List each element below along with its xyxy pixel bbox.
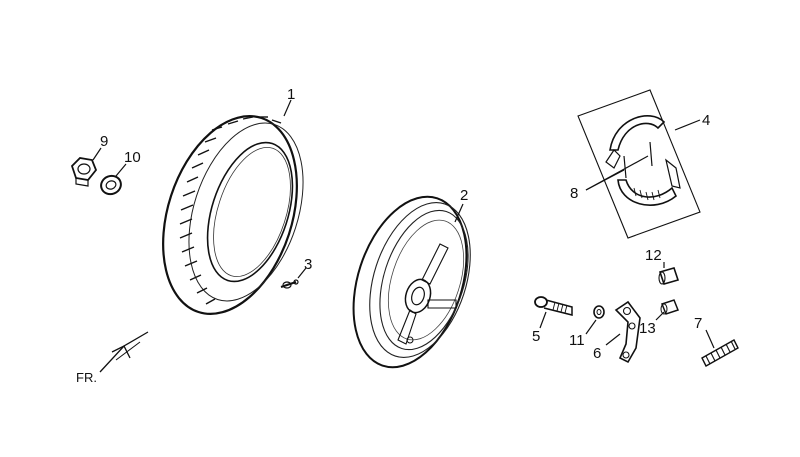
- leader-line-collar: [655, 311, 665, 321]
- leader-line-washer-11: [585, 319, 597, 335]
- callout-brake-shoe-set: 4: [702, 112, 710, 129]
- leader-line-tire: [283, 99, 292, 117]
- leader-line-shoe-spring-b: [585, 155, 649, 191]
- cap[interactable]: [658, 267, 680, 285]
- front-direction-indicator: [99, 331, 149, 373]
- wheel-rim[interactable]: [333, 182, 488, 382]
- callout-tire: 1: [287, 86, 295, 103]
- callout-valve: 3: [304, 256, 312, 273]
- callout-cap: 12: [645, 247, 662, 264]
- callout-bolt: 5: [532, 328, 540, 345]
- leader-line-brake-shoe-set: [674, 119, 701, 131]
- washer-10[interactable]: [99, 173, 124, 197]
- leader-line-valve: [297, 267, 307, 279]
- brake-shoe-set[interactable]: [577, 89, 701, 239]
- callout-spring: 7: [694, 315, 702, 332]
- leader-line-bolt: [539, 311, 547, 329]
- spring[interactable]: [701, 339, 739, 367]
- collar[interactable]: [660, 299, 679, 315]
- callout-axle-nut: 9: [100, 133, 108, 150]
- bolt[interactable]: [534, 296, 573, 316]
- callout-collar: 13: [639, 320, 656, 337]
- valve[interactable]: [280, 279, 299, 289]
- callout-brake-arm: 6: [593, 345, 601, 362]
- direction-label: FR.: [76, 370, 97, 385]
- leader-line-spring: [705, 329, 715, 349]
- callout-shoe-spring: 8: [570, 185, 578, 202]
- callout-washer-10: 10: [124, 149, 141, 166]
- leader-line-brake-arm: [605, 333, 621, 346]
- callout-washer-11: 11: [569, 332, 585, 349]
- axle-nut[interactable]: [70, 157, 98, 187]
- leader-line-axle-nut: [92, 147, 102, 161]
- leader-line-washer-10: [115, 163, 127, 177]
- tire[interactable]: [140, 99, 324, 331]
- callout-wheel-rim: 2: [460, 187, 468, 204]
- washer-11[interactable]: [593, 305, 605, 319]
- brake-arm[interactable]: [614, 300, 641, 364]
- leader-line-wheel-rim: [454, 203, 464, 223]
